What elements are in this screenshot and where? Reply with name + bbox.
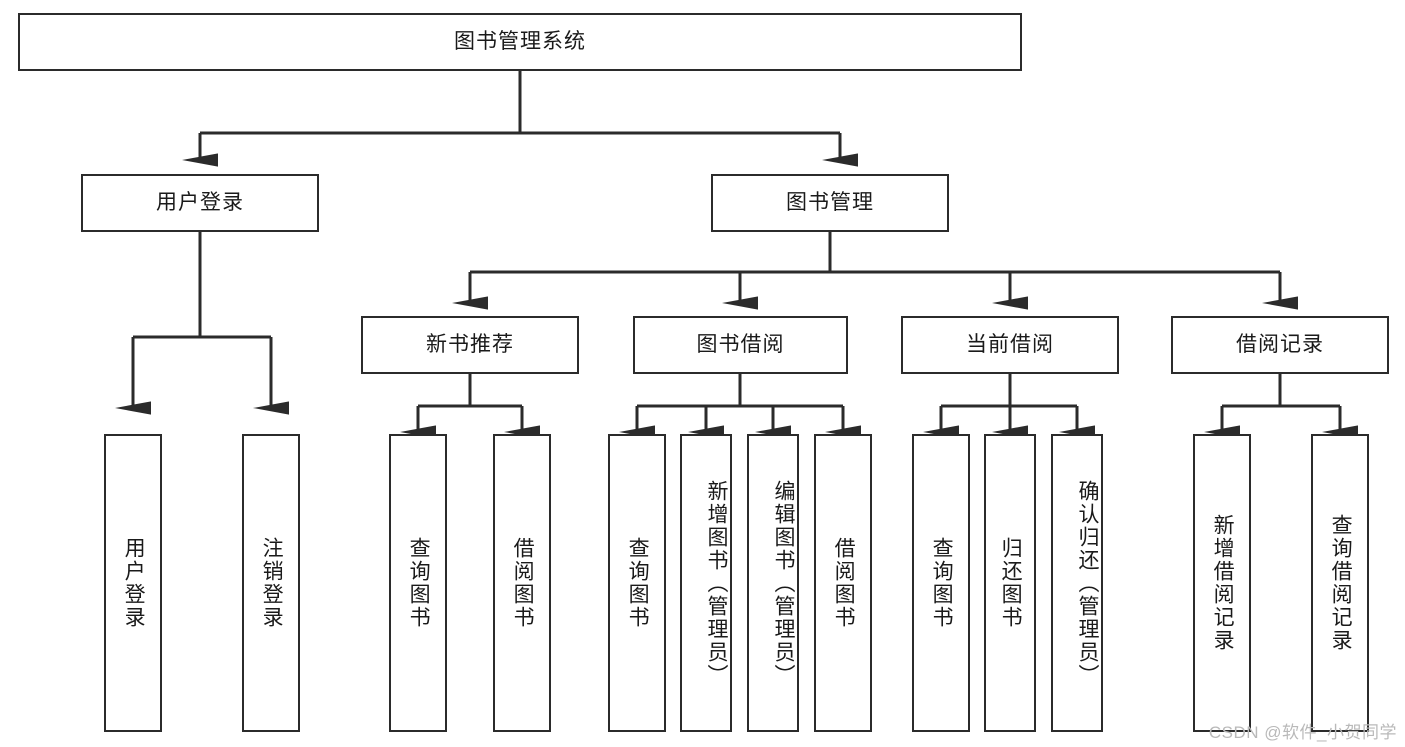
- leaf-borrow-book-recommend[interactable]: 借阅图书: [493, 434, 551, 732]
- leaf-query-book-current-label: 查询图书: [930, 537, 954, 629]
- leaf-borrow-book[interactable]: 借阅图书: [814, 434, 872, 732]
- node-current-borrow-label: 当前借阅: [966, 333, 1054, 357]
- leaf-borrow-book-label: 借阅图书: [832, 537, 856, 629]
- leaf-return-book[interactable]: 归还图书: [984, 434, 1036, 732]
- leaf-edit-book-admin[interactable]: 编辑图书（管理员）: [747, 434, 799, 732]
- leaf-query-book-recommend-label: 查询图书: [407, 537, 431, 629]
- leaf-user-login-label: 用户登录: [122, 537, 146, 629]
- leaf-return-book-label: 归还图书: [999, 537, 1023, 629]
- leaf-edit-book-admin-label: 编辑图书（管理员）: [772, 479, 795, 687]
- leaf-borrow-book-recommend-label: 借阅图书: [511, 537, 535, 629]
- leaf-add-book-admin-label: 新增图书（管理员）: [705, 479, 728, 687]
- node-current-borrow[interactable]: 当前借阅: [901, 316, 1119, 374]
- node-new-book-recommend-label: 新书推荐: [426, 333, 514, 357]
- node-user-login-label: 用户登录: [156, 191, 244, 215]
- leaf-confirm-return-admin[interactable]: 确认归还（管理员）: [1051, 434, 1103, 732]
- leaf-user-login[interactable]: 用户登录: [104, 434, 162, 732]
- node-root-label: 图书管理系统: [454, 30, 586, 54]
- node-root[interactable]: 图书管理系统: [18, 13, 1022, 71]
- node-book-borrow[interactable]: 图书借阅: [633, 316, 848, 374]
- node-new-book-recommend[interactable]: 新书推荐: [361, 316, 579, 374]
- leaf-confirm-return-admin-label: 确认归还（管理员）: [1076, 479, 1099, 687]
- leaf-query-borrow-record[interactable]: 查询借阅记录: [1311, 434, 1369, 732]
- node-user-login[interactable]: 用户登录: [81, 174, 319, 232]
- node-book-borrow-label: 图书借阅: [696, 333, 785, 357]
- leaf-query-borrow-record-label: 查询借阅记录: [1329, 514, 1353, 652]
- leaf-query-book-recommend[interactable]: 查询图书: [389, 434, 447, 732]
- leaf-query-book-borrow-label: 查询图书: [626, 537, 650, 629]
- leaf-add-borrow-record[interactable]: 新增借阅记录: [1193, 434, 1251, 732]
- leaf-query-book-borrow[interactable]: 查询图书: [608, 434, 666, 732]
- leaf-add-book-admin[interactable]: 新增图书（管理员）: [680, 434, 732, 732]
- leaf-query-book-current[interactable]: 查询图书: [912, 434, 970, 732]
- node-borrow-record[interactable]: 借阅记录: [1171, 316, 1389, 374]
- node-book-management[interactable]: 图书管理: [711, 174, 949, 232]
- leaf-add-borrow-record-label: 新增借阅记录: [1211, 514, 1235, 652]
- leaf-logout[interactable]: 注销登录: [242, 434, 300, 732]
- leaf-logout-label: 注销登录: [260, 537, 284, 629]
- node-book-management-label: 图书管理: [786, 191, 874, 215]
- node-borrow-record-label: 借阅记录: [1236, 333, 1324, 357]
